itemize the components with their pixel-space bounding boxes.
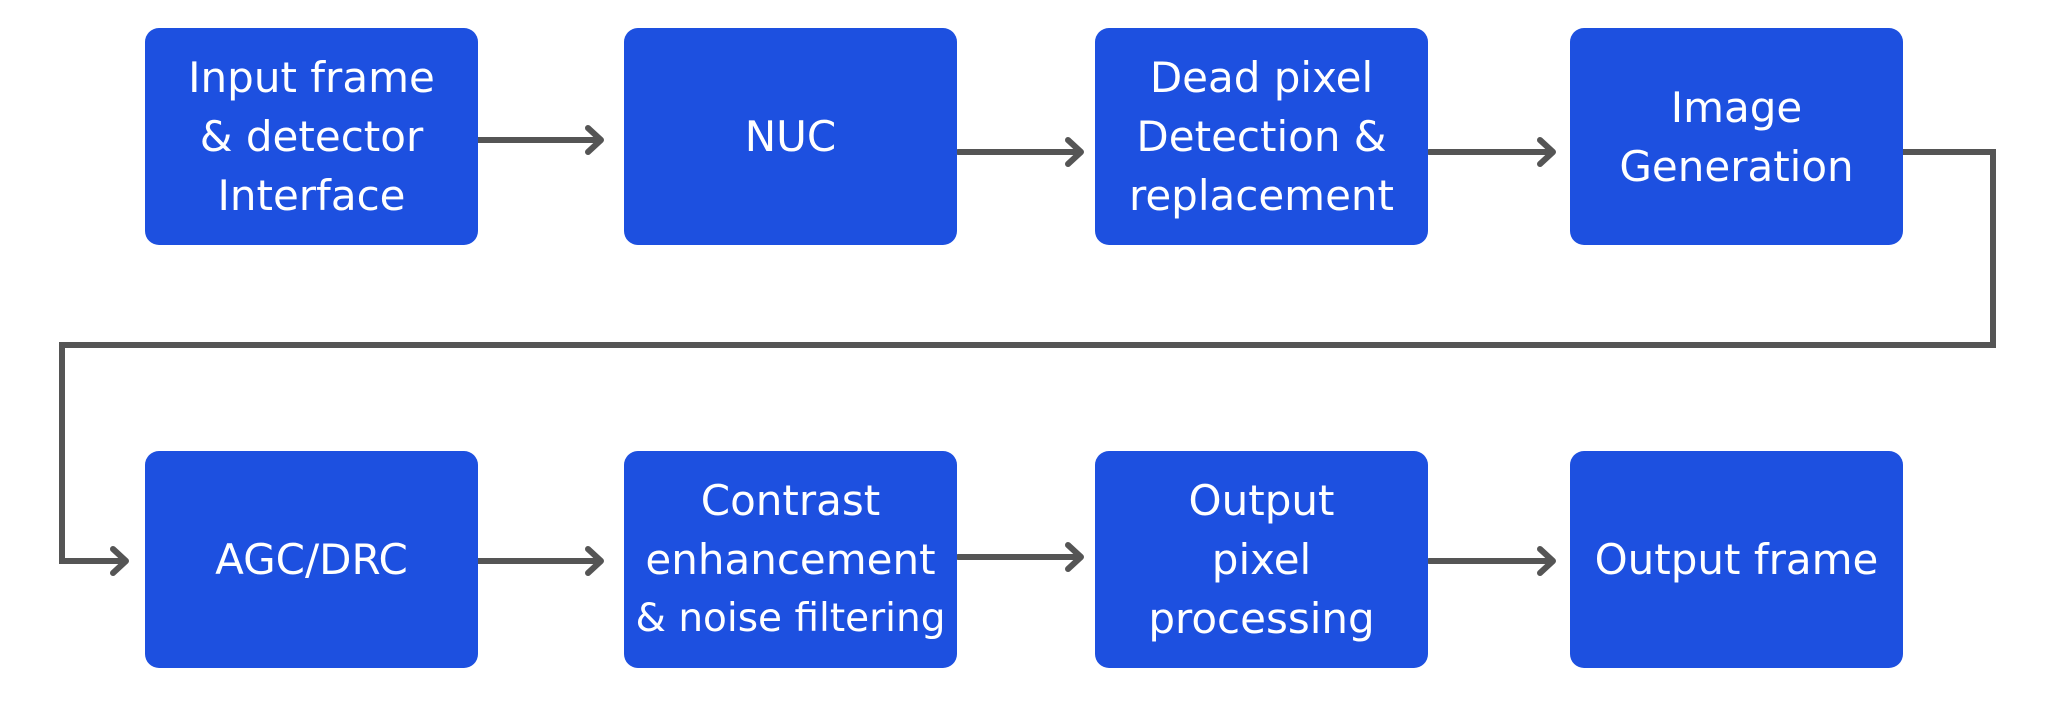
arrowhead-icon bbox=[110, 546, 129, 576]
node-label-line: enhancement bbox=[645, 535, 936, 584]
edge-agc-drc-to-contrast bbox=[475, 546, 604, 576]
node-label-line: Output frame bbox=[1594, 535, 1879, 584]
node-label-line: replacement bbox=[1128, 171, 1395, 220]
node-output-pixel: Output pixel processing bbox=[1095, 451, 1428, 668]
node-label-line: Detection & bbox=[1136, 112, 1387, 161]
node-dead-pixel: Dead pixel Detection & replacement bbox=[1095, 28, 1428, 245]
edge-output-pixel-to-output-frame bbox=[1426, 546, 1556, 576]
edge-image-generation-to-agc-drc bbox=[59, 149, 1996, 576]
edge-line bbox=[59, 149, 1996, 564]
edge-dead-pixel-to-image-generation bbox=[1426, 137, 1556, 167]
arrowhead-icon bbox=[1537, 137, 1556, 167]
arrowhead-icon bbox=[1537, 546, 1556, 576]
node-label-line: processing bbox=[1148, 594, 1375, 643]
arrowhead-icon bbox=[1065, 137, 1084, 167]
node-agc-drc: AGC/DRC bbox=[145, 451, 478, 668]
node-image-generation: Image Generation bbox=[1570, 28, 1903, 245]
node-label-line: pixel bbox=[1211, 535, 1312, 584]
node-label-line: Output bbox=[1188, 476, 1335, 525]
node-label-line: & noise filtering bbox=[635, 596, 946, 641]
edge-contrast-to-output-pixel bbox=[955, 542, 1084, 572]
node-label-line: Interface bbox=[217, 171, 406, 220]
node-label-line: Input frame bbox=[188, 53, 435, 102]
node-label-line: Generation bbox=[1619, 141, 1854, 191]
node-input-frame: Input frame & detector Interface bbox=[145, 28, 478, 245]
node-nuc: NUC bbox=[624, 28, 957, 245]
node-label-line: AGC/DRC bbox=[215, 535, 408, 584]
arrowhead-icon bbox=[585, 125, 604, 155]
node-label-line: Image bbox=[1670, 82, 1803, 132]
edge-input-to-nuc bbox=[475, 125, 604, 155]
node-contrast-enhancement: Contrast enhancement & noise filtering bbox=[624, 451, 957, 668]
arrowhead-icon bbox=[1065, 542, 1084, 572]
node-label-line: NUC bbox=[744, 112, 837, 161]
node-output-frame: Output frame bbox=[1570, 451, 1903, 668]
arrowhead-icon bbox=[585, 546, 604, 576]
node-label-line: & detector bbox=[199, 112, 424, 161]
edge-nuc-to-dead-pixel bbox=[955, 137, 1084, 167]
node-label-line: Contrast bbox=[700, 476, 881, 525]
node-label-line: Dead pixel bbox=[1149, 53, 1374, 102]
